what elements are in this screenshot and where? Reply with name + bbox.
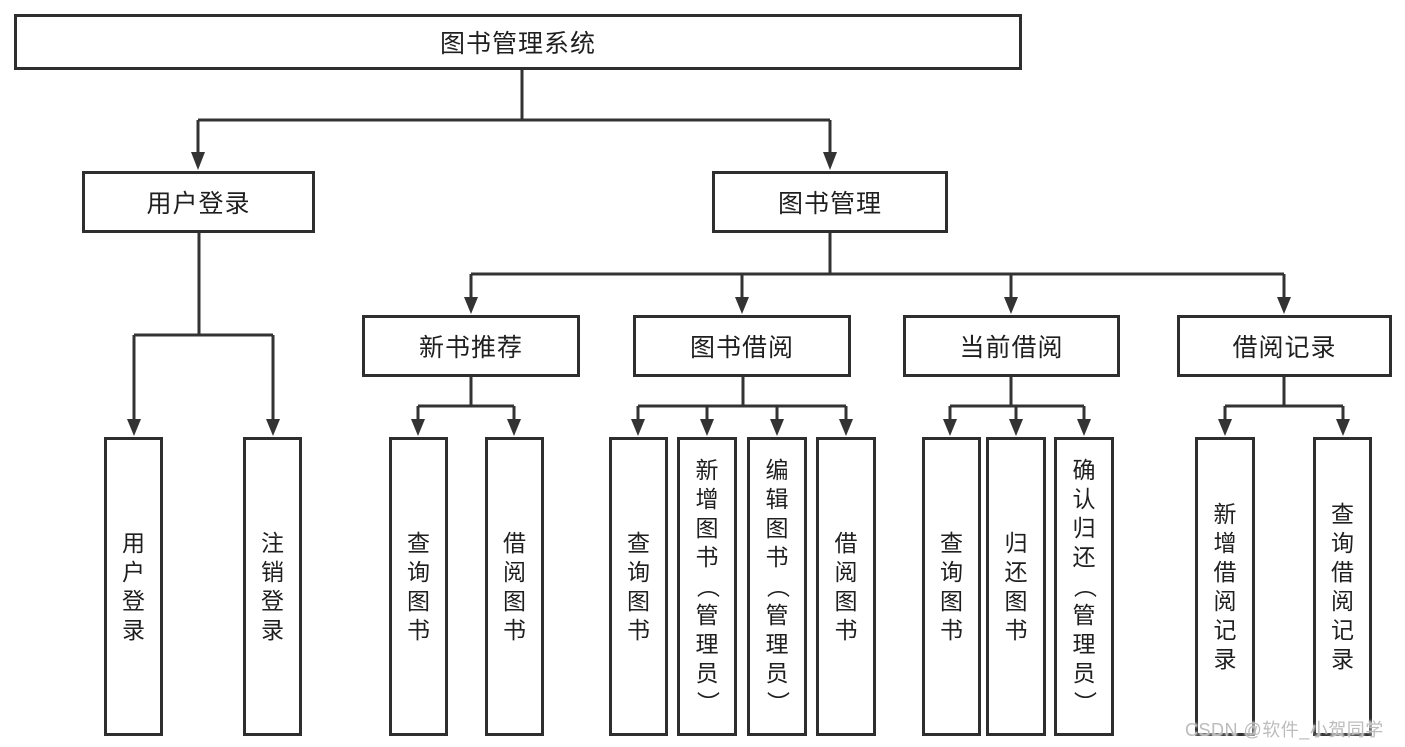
leaf-query-book-borrow: 查询图书 [609, 437, 668, 736]
leaf-borrow-book: 借阅图书 [816, 437, 876, 736]
leaf-add-book-admin: 新增图书（管理员） [677, 437, 737, 736]
leaf-label: 借阅图书 [834, 529, 858, 643]
node-label: 用户登录 [146, 190, 251, 218]
leaf-label: 用户登录 [122, 529, 145, 643]
node-current-borrow: 当前借阅 [903, 315, 1120, 377]
leaf-label: 注销登录 [261, 529, 284, 643]
leaf-label: 编辑图书（管理员） [764, 457, 791, 714]
node-book-borrow: 图书借阅 [633, 315, 851, 377]
leaf-label: 新增图书（管理员） [694, 457, 721, 714]
leaf-label: 查询借阅记录 [1331, 500, 1354, 672]
csdn-watermark: CSDN @软件_小贺同学 [1185, 720, 1384, 740]
node-label: 图书借阅 [689, 334, 794, 362]
node-borrow-record: 借阅记录 [1177, 315, 1392, 377]
arrowheads [127, 152, 1350, 436]
leaf-label: 新增借阅记录 [1213, 500, 1237, 672]
leaf-label: 查询图书 [407, 529, 430, 643]
node-new-book-recommend: 新书推荐 [362, 315, 580, 377]
leaf-user-login: 用户登录 [104, 437, 163, 736]
leaf-query-book-current: 查询图书 [922, 437, 981, 736]
leaf-label: 借阅图书 [503, 529, 526, 643]
leaf-label: 查询图书 [940, 529, 963, 643]
node-label: 当前借阅 [959, 334, 1064, 362]
leaf-label: 归还图书 [1004, 529, 1028, 643]
leaf-edit-book-admin: 编辑图书（管理员） [747, 437, 807, 736]
node-label: 新书推荐 [418, 334, 523, 362]
node-library-system: 图书管理系统 [14, 14, 1022, 70]
leaf-add-borrow-record: 新增借阅记录 [1195, 437, 1255, 736]
node-user-login: 用户登录 [82, 171, 315, 233]
node-book-management: 图书管理 [712, 171, 948, 233]
leaf-logout: 注销登录 [243, 437, 302, 736]
leaf-confirm-return-admin: 确认归还（管理员） [1054, 437, 1114, 736]
leaf-return-book: 归还图书 [986, 437, 1046, 736]
node-label: 借阅记录 [1232, 334, 1337, 362]
leaf-label: 确认归还（管理员） [1071, 457, 1098, 714]
leaf-borrow-book-recommend: 借阅图书 [485, 437, 544, 736]
node-label: 图书管理系统 [439, 30, 596, 58]
leaf-query-book-recommend: 查询图书 [389, 437, 448, 736]
node-label: 图书管理 [777, 190, 882, 218]
leaf-query-borrow-record: 查询借阅记录 [1313, 437, 1372, 736]
leaf-label: 查询图书 [627, 529, 650, 643]
